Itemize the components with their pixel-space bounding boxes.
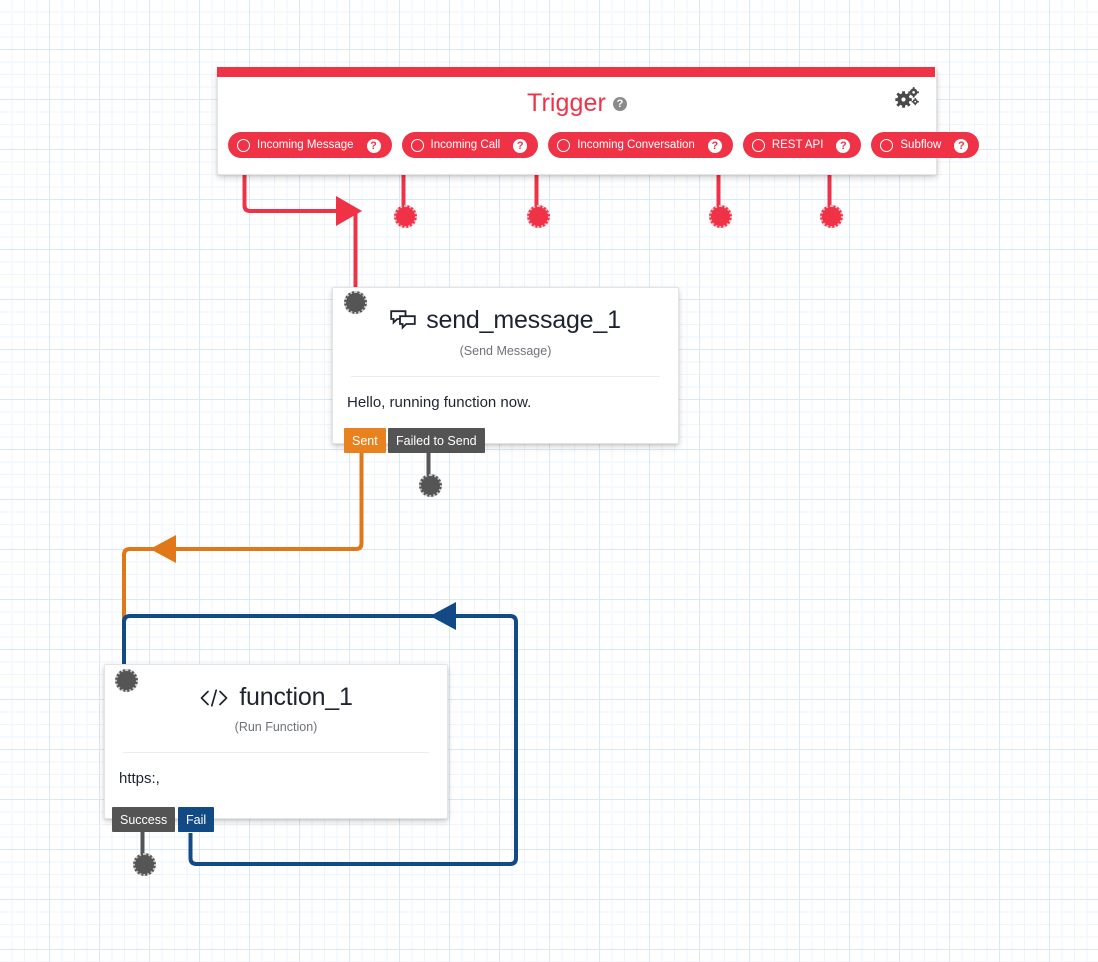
trigger-pill-incoming-conversation[interactable]: Incoming Conversation ? <box>548 132 733 158</box>
code-brackets-icon <box>199 688 229 708</box>
gear-large <box>895 91 912 108</box>
help-icon[interactable]: ? <box>707 139 722 153</box>
edge-arrowhead-red <box>336 196 362 226</box>
node-title-text: function_1 <box>239 683 353 711</box>
node-function-1[interactable]: function_1 (Run Function) https:, <box>104 664 448 819</box>
trigger-pill-incoming-message[interactable]: Incoming Message ? <box>228 132 392 158</box>
trigger-pill-label: Incoming Conversation <box>577 139 695 151</box>
output-dot-success[interactable] <box>133 853 156 876</box>
node-send-message-1[interactable]: send_message_1 (Send Message) Hello, run… <box>332 287 679 444</box>
output-badge-label: Failed to Send <box>396 433 477 448</box>
node-body-text[interactable]: Hello, running function now. <box>347 393 532 411</box>
trigger-pill-incoming-call[interactable]: Incoming Call ? <box>401 132 539 158</box>
output-badge-label: Sent <box>352 433 378 448</box>
trigger-pill-list: Incoming Message ? Incoming Call ? Incom… <box>218 132 980 158</box>
trigger-output-dot-subflow[interactable] <box>820 205 843 228</box>
help-icon[interactable]: ? <box>954 139 969 153</box>
trigger-output-dot-incoming-call[interactable] <box>394 205 417 228</box>
trigger-pill-subflow[interactable]: Subflow ? <box>871 132 980 158</box>
output-badge-label: Success <box>120 812 168 827</box>
radio-icon <box>751 138 765 152</box>
node-input-dot-function-1[interactable] <box>115 669 138 692</box>
node-header: function_1 (Run Function) <box>105 665 447 744</box>
edge-arrowhead-blue <box>430 602 456 630</box>
trigger-header: Trigger ? <box>218 78 936 128</box>
radio-icon <box>237 138 250 152</box>
help-icon[interactable]: ? <box>366 139 381 153</box>
radio-icon <box>410 138 424 152</box>
help-icon[interactable]: ? <box>836 139 851 153</box>
trigger-pill-label: REST API <box>771 139 824 151</box>
trigger-pill-label: Subflow <box>900 139 942 151</box>
node-subtitle: (Run Function) <box>234 719 318 734</box>
output-badge-success[interactable]: Success <box>112 807 176 832</box>
output-badge-label: Fail <box>186 812 207 827</box>
radio-icon <box>880 138 894 152</box>
output-badge-fail[interactable]: Fail <box>178 807 215 832</box>
divider <box>351 375 660 377</box>
trigger-pill-label: Incoming Call <box>430 139 501 151</box>
output-badge-sent[interactable]: Sent <box>344 428 386 453</box>
output-badge-failed-to-send[interactable]: Failed to Send <box>388 428 485 453</box>
node-body-text[interactable]: https:, <box>119 769 160 787</box>
trigger-card[interactable]: Trigger ? <box>217 67 980 175</box>
chat-bubbles-icon <box>390 309 416 332</box>
trigger-accent-bar <box>217 67 935 77</box>
output-dot-failed-to-send[interactable] <box>419 474 442 497</box>
trigger-output-dot-rest-api[interactable] <box>709 205 732 228</box>
gear-small <box>911 98 919 106</box>
node-title-row: send_message_1 <box>390 306 621 335</box>
node-header: send_message_1 (Send Message) <box>333 288 678 368</box>
node-subtitle: (Send Message) <box>459 343 552 358</box>
trigger-pill-label: Incoming Message <box>257 139 354 151</box>
radio-icon <box>557 138 571 152</box>
node-input-dot-send-message-1[interactable] <box>344 291 367 314</box>
gear-medium <box>908 87 919 98</box>
node-title-row: function_1 <box>199 683 353 712</box>
trigger-pill-rest-api[interactable]: REST API ? <box>742 132 862 158</box>
trigger-title: Trigger <box>527 88 606 117</box>
gears-icon[interactable] <box>894 86 920 112</box>
trigger-help-icon[interactable]: ? <box>612 97 627 111</box>
edge-arrowhead-orange <box>150 535 176 563</box>
node-title-text: send_message_1 <box>426 306 621 334</box>
help-icon[interactable]: ? <box>513 139 528 153</box>
trigger-output-dot-incoming-conversation[interactable] <box>527 205 550 228</box>
edge-sent-to-function <box>122 453 364 670</box>
